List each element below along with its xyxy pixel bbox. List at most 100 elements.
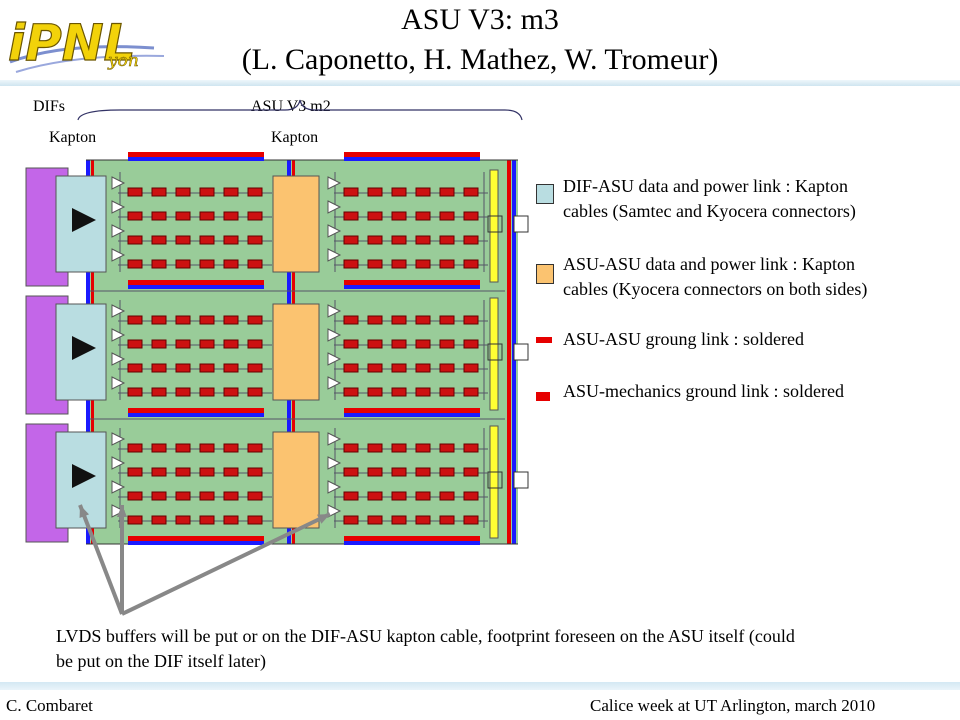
hardroc-chip	[367, 363, 383, 373]
hardroc-chip	[391, 235, 407, 245]
hardroc-chip	[343, 363, 359, 373]
hardroc-chip	[199, 491, 215, 501]
ground-bar	[344, 152, 480, 157]
hardroc-chip	[343, 339, 359, 349]
hardroc-chip	[415, 363, 431, 373]
hardroc-chip	[391, 491, 407, 501]
blue-bar	[128, 413, 264, 417]
hardroc-chip	[247, 363, 263, 373]
footer-event: Calice week at UT Arlington, march 2010	[590, 696, 876, 715]
yellow-strip	[489, 169, 499, 283]
right-connector-outer	[513, 343, 529, 361]
footer-band	[0, 682, 960, 690]
hardroc-chip	[367, 443, 383, 453]
hardroc-chip	[439, 339, 455, 349]
hardroc-chip	[151, 387, 167, 397]
hardroc-chip	[175, 443, 191, 453]
pointer-arrowhead	[116, 505, 128, 517]
hardroc-chip	[415, 515, 431, 525]
hardroc-chip	[391, 211, 407, 221]
hardroc-chip	[367, 235, 383, 245]
hardroc-chip	[367, 315, 383, 325]
hardroc-chip	[439, 387, 455, 397]
legend-text: ASU-ASU groung link : soldered	[563, 329, 804, 349]
lvds-buffer-icon	[111, 200, 126, 214]
ipnl-logo: iPNL yon	[4, 2, 172, 86]
hardroc-chip	[439, 187, 455, 197]
yellow-strip	[489, 425, 499, 539]
hardroc-chip	[367, 339, 383, 349]
hardroc-chip	[463, 515, 479, 525]
lvds-buffer-icon	[111, 432, 126, 446]
hardroc-chip	[415, 187, 431, 197]
ground-bar	[128, 408, 264, 413]
right-connector	[487, 471, 503, 489]
hardroc-chip	[127, 443, 143, 453]
hardroc-chip	[223, 515, 239, 525]
hardroc-chip	[247, 235, 263, 245]
hardroc-chip	[367, 467, 383, 477]
hardroc-chip	[439, 515, 455, 525]
kapton-left-label: Kapton	[49, 129, 97, 146]
blue-bar	[128, 157, 264, 161]
lvds-note: LVDS buffers will be put or on the DIF-A…	[56, 624, 946, 674]
blue-bar	[344, 541, 480, 545]
ground-bar	[128, 280, 264, 285]
legend-swatch-asu-kapton	[536, 264, 554, 284]
lvds-buffer-icon	[327, 248, 342, 262]
asu-asu-kapton	[272, 431, 320, 529]
hardroc-chip	[247, 187, 263, 197]
hardroc-chip	[199, 339, 215, 349]
right-connector-outer	[513, 471, 529, 489]
hardroc-chip	[127, 235, 143, 245]
legend-item-mech-ground: ASU-mechanics ground link : soldered	[563, 379, 844, 404]
hardroc-chip	[151, 339, 167, 349]
page-title-line1: ASU V3: m3	[401, 3, 559, 36]
hardroc-chip	[223, 491, 239, 501]
lvds-buffer-icon	[327, 352, 342, 366]
hardroc-chip	[463, 467, 479, 477]
hardroc-chip	[151, 443, 167, 453]
ground-bar	[344, 408, 480, 413]
hardroc-chip	[463, 387, 479, 397]
hardroc-chip	[439, 467, 455, 477]
legend-swatch-asu-ground	[536, 337, 552, 343]
header-band	[0, 80, 960, 86]
hardroc-chip	[247, 339, 263, 349]
right-connector	[487, 215, 503, 233]
legend-item-asu-ground: ASU-ASU groung link : soldered	[563, 327, 804, 352]
hardroc-chip	[199, 467, 215, 477]
hardroc-chip	[199, 211, 215, 221]
hardroc-chip	[343, 187, 359, 197]
lvds-buffer-icon	[327, 480, 342, 494]
lvds-buffer-icon	[327, 176, 342, 190]
hardroc-chip	[415, 259, 431, 269]
hardroc-chip	[391, 387, 407, 397]
hardroc-chip	[223, 443, 239, 453]
legend-item-dif-asu: DIF-ASU data and power link : Kapton cab…	[563, 174, 856, 224]
kapton-right-label: Kapton	[271, 129, 319, 146]
hardroc-chip	[343, 515, 359, 525]
hardroc-chip	[391, 187, 407, 197]
hardroc-chip	[463, 339, 479, 349]
hardroc-chip	[127, 363, 143, 373]
lvds-buffer-icon	[327, 456, 342, 470]
hardroc-chip	[463, 443, 479, 453]
hardroc-chip	[199, 443, 215, 453]
hardroc-chip	[127, 515, 143, 525]
hardroc-chip	[175, 187, 191, 197]
hardroc-chip	[343, 235, 359, 245]
note-line: be put on the DIF itself later)	[56, 651, 266, 671]
hardroc-chip	[391, 339, 407, 349]
svg-text:yon: yon	[107, 51, 139, 71]
hardroc-chip	[343, 467, 359, 477]
hardroc-chip	[343, 211, 359, 221]
legend-text: cables (Kyocera connectors on both sides…	[563, 279, 868, 299]
hardroc-chip	[175, 339, 191, 349]
hardroc-chip	[247, 491, 263, 501]
hardroc-chip	[151, 315, 167, 325]
hardroc-chip	[439, 315, 455, 325]
legend-swatch-mech-ground	[536, 392, 550, 401]
hardroc-chip	[343, 491, 359, 501]
